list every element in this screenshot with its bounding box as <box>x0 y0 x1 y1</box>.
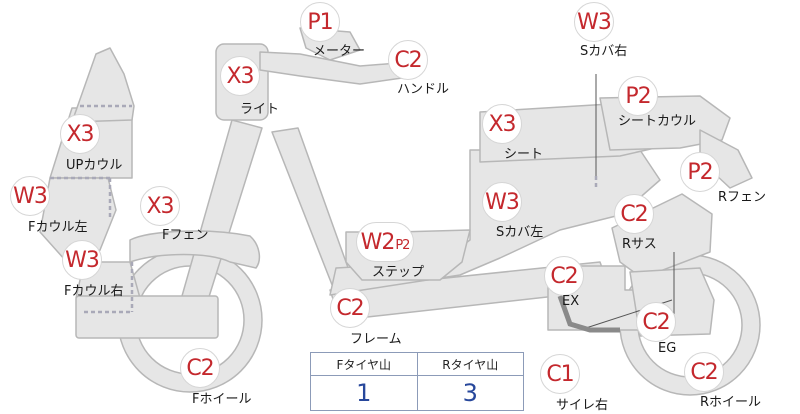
f-cowl-left-grade-badge: W3 <box>10 176 50 216</box>
f-wheel-grade-badge: C2 <box>180 348 220 388</box>
s-cover-right-grade-badge: W3 <box>574 2 614 42</box>
up-cowl-grade-badge: X3 <box>60 114 100 154</box>
seat-label: シート <box>504 147 544 162</box>
f-wheel-label: Fホイール <box>192 392 252 407</box>
r-fender-label: Rフェン <box>718 190 767 205</box>
front-tire-value: 1 <box>310 375 418 411</box>
f-cowl-right-grade-badge: W3 <box>62 240 102 280</box>
s-cover-right-label: Sカバ右 <box>580 44 628 59</box>
engine-grade-badge: C2 <box>636 302 676 342</box>
f-fender-grade-badge: X3 <box>140 186 180 226</box>
engine-label: EG <box>658 341 677 356</box>
step-label: ステップ <box>372 265 425 280</box>
front-tire-header: Fタイヤ山 <box>310 352 418 376</box>
handle-label: ハンドル <box>397 82 450 97</box>
muffler-right-grade-badge: C1 <box>540 354 580 394</box>
r-fender-grade-badge: P2 <box>680 152 720 192</box>
front-cowl-shape <box>71 47 135 123</box>
exhaust-label: EX <box>562 294 580 309</box>
up-cowl-label: UPカウル <box>66 158 123 173</box>
front-lower-shape <box>75 295 219 339</box>
front-fender-shape <box>129 230 261 269</box>
light-grade-badge: X3 <box>220 56 260 96</box>
f-cowl-right-label: Fカウル右 <box>64 284 124 299</box>
handle-grade-badge: C2 <box>388 40 428 80</box>
tire-tread-table: Fタイヤ山 Rタイヤ山 1 3 <box>310 352 524 411</box>
rear-tire-header: Rタイヤ山 <box>416 352 524 376</box>
light-label: ライト <box>240 102 280 117</box>
s-cover-left-grade-badge: W3 <box>482 182 522 222</box>
f-fender-label: Fフェン <box>162 228 209 243</box>
frame-label: フレーム <box>350 332 402 347</box>
seat-cowl-grade-badge: P2 <box>618 76 658 116</box>
meter-grade-badge: P1 <box>300 2 340 42</box>
seat-grade-badge: X3 <box>482 104 522 144</box>
f-cowl-left-label: Fカウル左 <box>28 220 88 235</box>
frame-grade-badge: C2 <box>330 288 370 328</box>
exhaust-grade-badge: C2 <box>544 256 584 296</box>
r-suspension-grade-badge: C2 <box>614 194 654 234</box>
muffler-right-label: サイレ右 <box>556 398 609 413</box>
rear-shock-shape <box>611 193 713 279</box>
rear-tire-value: 3 <box>416 375 524 411</box>
r-wheel-label: Rホイール <box>700 395 762 410</box>
s-cover-left-label: Sカバ左 <box>496 225 544 240</box>
r-suspension-label: Rサス <box>622 237 657 252</box>
meter-label: メーター <box>313 44 366 59</box>
r-wheel-grade-badge: C2 <box>684 352 724 392</box>
seat-cowl-label: シートカウル <box>618 114 697 129</box>
